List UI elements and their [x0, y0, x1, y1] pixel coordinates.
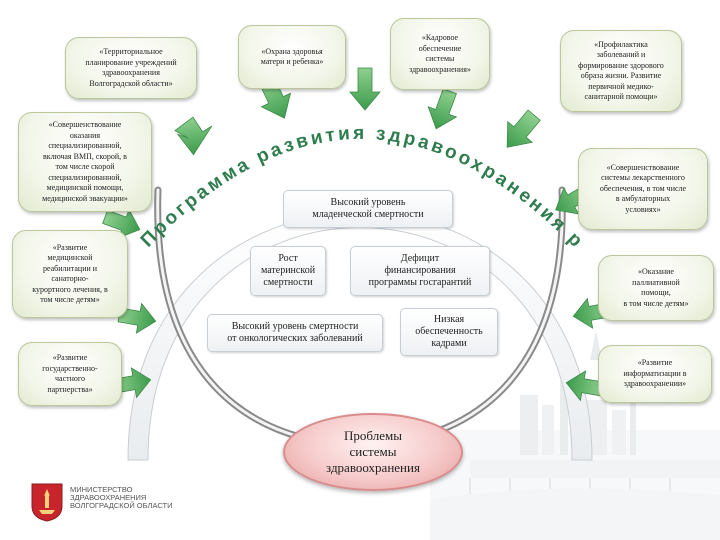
box-palliative-care: «Оказание паллиативной помощи, в том чис…: [598, 255, 714, 321]
box-maternal-child-health: «Охрана здоровья матери и ребенка»: [238, 25, 346, 89]
box-public-private-partnership: «Развитие государственно- частного партн…: [18, 342, 122, 406]
green-arrows: [102, 67, 612, 402]
outer-arc-band: [127, 212, 593, 461]
problem-maternal-mortality: Рост материнской смертности: [250, 246, 326, 296]
box-staffing: «Кадровое обеспечение системы здравоохра…: [390, 18, 490, 90]
problem-oncology-mortality: Высокий уровень смертности от онкологиче…: [207, 314, 383, 352]
box-territorial-planning: «Территориальное планирование учреждений…: [65, 37, 197, 99]
center-problems-oval: Проблемы системы здравоохранения: [283, 413, 463, 491]
ministry-emblem-icon: [31, 483, 63, 522]
box-drug-provision: «Совершенствование системы лекарственног…: [578, 148, 708, 230]
ministry-line-1: МИНИСТЕРСТВО: [70, 485, 133, 494]
ministry-label: МИНИСТЕРСТВО ЗДРАВООХРАНЕНИЯ ВОЛГОГРАДСК…: [70, 486, 172, 510]
ministry-line-2: ЗДРАВООХРАНЕНИЯ: [70, 493, 147, 502]
box-specialized-care: «Совершенствование оказания специализиро…: [18, 112, 152, 212]
problem-infant-mortality: Высокий уровень младенческой смертности: [283, 190, 453, 228]
box-prevention: «Профилактика заболеваний и формирование…: [560, 30, 682, 112]
problem-staff-shortage: Низкая обеспеченность кадрами: [400, 308, 498, 356]
box-rehabilitation: «Развитие медицинской реабилитации и сан…: [12, 230, 128, 318]
box-informatization: «Развитие информатизации в здравоохранен…: [598, 345, 712, 403]
problem-funding-deficit: Дефицит финансирования программы госгара…: [350, 246, 490, 296]
ministry-line-3: ВОЛГОГРАДСКОЙ ОБЛАСТИ: [70, 501, 173, 510]
